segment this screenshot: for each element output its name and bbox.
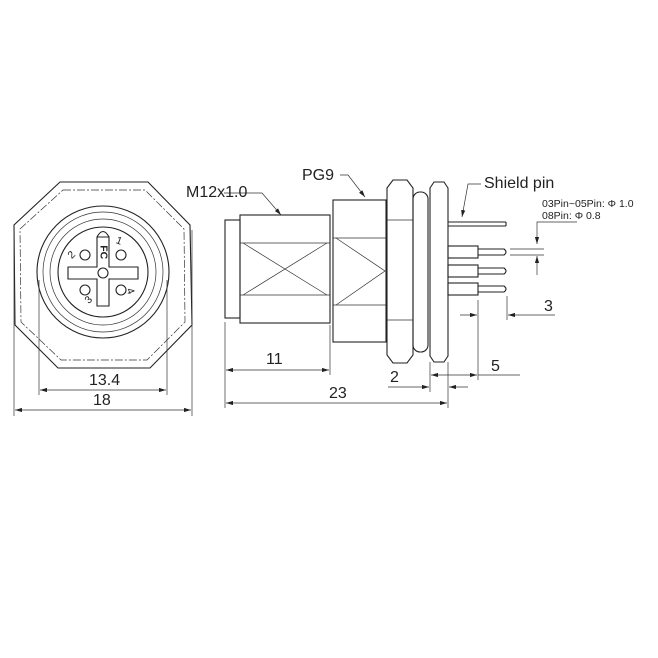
front-face — [224, 219, 241, 319]
contact-pins — [447, 245, 507, 296]
pin-note-1: 03Pin~05Pin: Φ 1.0 — [542, 198, 634, 210]
pin-note-2: 08Pin: Φ 0.8 — [542, 210, 601, 222]
side-view — [224, 174, 577, 408]
m12-leader — [224, 192, 282, 216]
outer-ring — [36, 205, 170, 339]
pin-dia-leader — [534, 221, 577, 244]
dim-5: 5 — [491, 358, 500, 375]
dim-18: 18 — [93, 392, 111, 409]
coding-label: FC — [97, 245, 110, 260]
dim-13-4: 13.4 — [89, 372, 121, 389]
front-view — [13, 181, 193, 416]
housing-flange — [429, 181, 449, 363]
ring-3 — [49, 218, 157, 326]
panel-nut — [386, 179, 414, 364]
pg9-label: PG9 — [302, 167, 335, 184]
pin-4 — [115, 284, 127, 296]
o-ring — [412, 191, 429, 353]
dim-3: 3 — [544, 298, 553, 315]
m12-thread-body — [239, 214, 331, 324]
pin-2 — [79, 249, 91, 261]
pin-1 — [115, 249, 127, 261]
pg9-body — [332, 199, 387, 343]
shield-pin-label: Shield pin — [484, 175, 555, 192]
coding-key — [96, 230, 110, 238]
center-pin — [97, 267, 109, 279]
pin-3 — [79, 284, 91, 296]
contact-face — [57, 226, 149, 318]
hex-nut-centerline — [19, 189, 186, 361]
dim-11: 11 — [266, 351, 283, 368]
shield-pin-leader — [461, 183, 481, 218]
dim-2: 2 — [390, 369, 399, 386]
m12-label: M12x1.0 — [186, 184, 248, 201]
dim-23: 23 — [329, 385, 347, 402]
pg9-leader — [340, 174, 366, 198]
ring-2 — [42, 211, 164, 333]
